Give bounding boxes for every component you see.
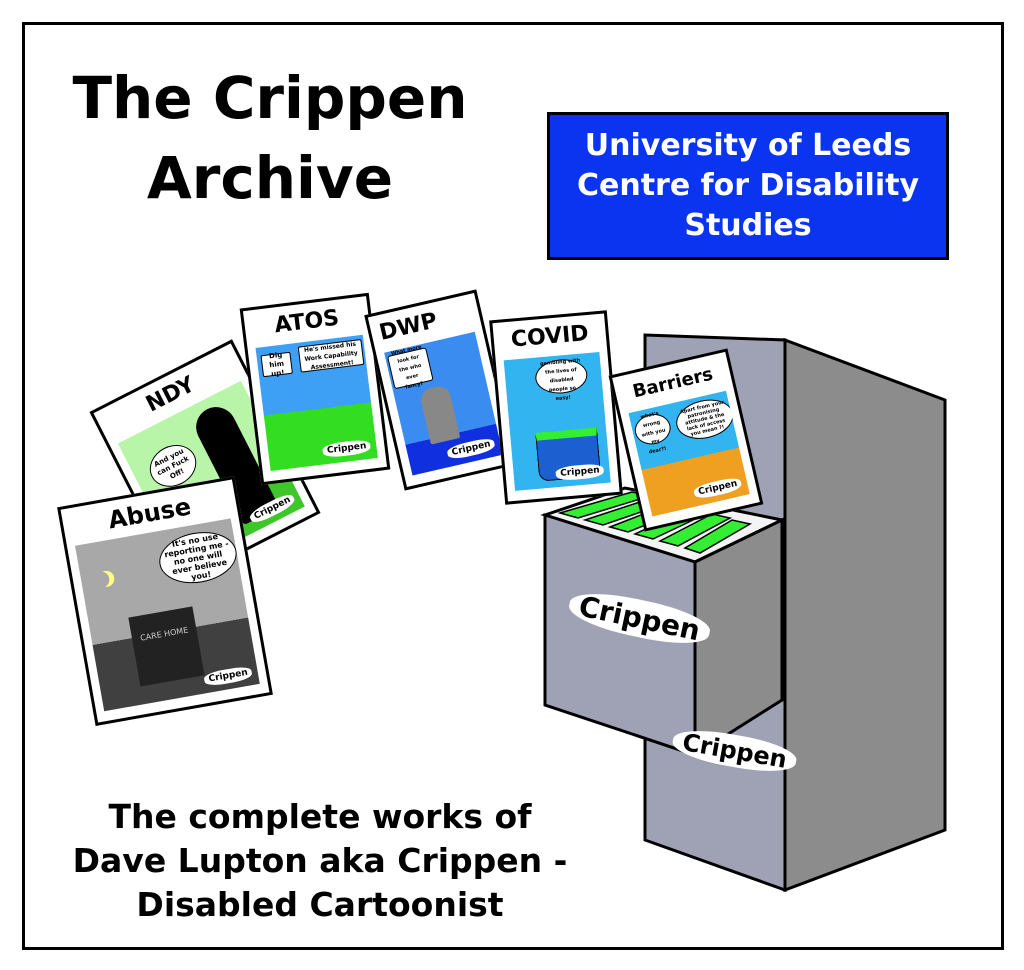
speech-bubble: You make gambling with the lives of disa… [533,352,589,402]
institution-line: University of Leeds [584,128,912,163]
description: The complete works of Dave Lupton aka Cr… [40,795,600,927]
institution-line: Centre for Disability [576,168,920,203]
crippen-logo: Crippen [203,665,253,688]
crippen-logo: Crippen [322,438,372,459]
description-line: The complete works of [108,797,532,836]
crippen-logo: Crippen [446,436,496,461]
speech-bubble: It's no use reporting me - no one will e… [155,526,241,590]
moon-icon [92,570,111,589]
cartoon-card-abuse[interactable]: Abuse CARE HOME It's no use reporting me… [57,476,273,726]
dalek-figure [418,384,461,445]
description-line: Disabled Cartoonist [136,885,504,924]
card-title: COVID [509,320,590,353]
institution-box: University of Leeds Centre for Disabilit… [547,112,949,260]
speech-bubble: He's missed his Work Capability Assessme… [297,338,365,373]
crippen-logo: Crippen [693,475,743,501]
border-frame [22,22,1004,950]
speech-bubble: Dig him up! [260,350,293,378]
care-home-building: CARE HOME [128,606,205,687]
description-line: Dave Lupton aka Crippen - [72,841,568,880]
institution-line: Studies [684,208,812,243]
speech-bubble: What more look for the who ever fancy? [387,344,434,390]
speech-bubble: Apart from your patronising attitude & t… [672,394,738,445]
cartoon-card-covid[interactable]: COVID You make gambling with the lives o… [489,310,623,505]
speech-bubble: So, what's wrong with you my dear?! [631,403,674,456]
